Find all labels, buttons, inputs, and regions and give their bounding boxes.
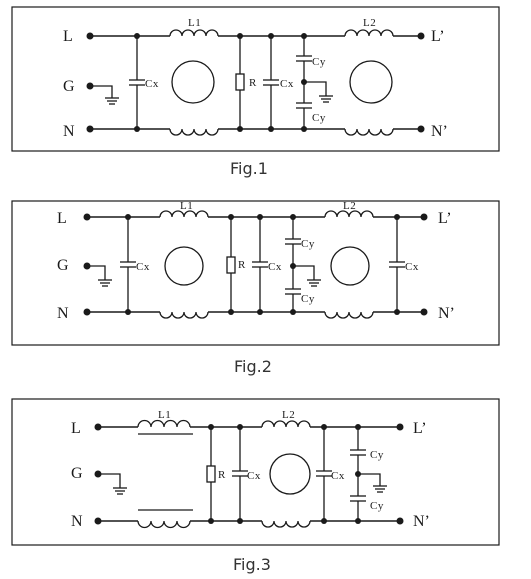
fig3-resistor <box>206 424 216 524</box>
fig3-cx2-label: Cx <box>331 470 345 482</box>
fig1-ground-symbol <box>90 85 119 105</box>
fig2-line-wire <box>87 210 424 218</box>
fig1-terminal-g: G <box>63 78 75 95</box>
fig1-cx2-label: Cx <box>280 78 294 90</box>
fig1-terminal-n: N <box>63 123 75 140</box>
fig2-neutral-wire <box>87 311 424 319</box>
fig3-ground-symbol <box>98 473 127 495</box>
fig2-capacitor-cx3 <box>389 214 405 315</box>
fig2-core-l2 <box>330 246 370 286</box>
fig3-cx1-label: Cx <box>247 470 261 482</box>
fig3-capacitor-cx2 <box>316 424 332 524</box>
fig3-neutral-wire <box>98 509 400 529</box>
fig1-cx1-label: Cx <box>145 78 159 90</box>
fig1-caption: Fig.1 <box>230 159 268 178</box>
fig3-capacitor-cy-pair <box>350 424 387 524</box>
fig1-terminal-l-out: L’ <box>431 28 445 45</box>
fig2-cx3-label: Cx <box>405 261 419 273</box>
fig3-inductor-l1-label: L1 <box>158 409 171 421</box>
fig2-capacitor-cx1 <box>120 214 136 315</box>
fig2-cx1-label: Cx <box>136 261 150 273</box>
fig1-capacitor-cy-pair <box>296 33 333 132</box>
fig2-cx2-label: Cx <box>268 261 282 273</box>
fig2-ground-symbol <box>87 265 112 287</box>
fig3-terminal-n-out: N’ <box>413 513 430 530</box>
fig3-r-label: R <box>218 469 226 481</box>
figure-2: L G N L’ N’ L1 L2 <box>11 200 500 376</box>
fig3-terminal-l: L <box>71 420 81 437</box>
fig2-terminal-l-out: L’ <box>438 210 452 227</box>
figure-1-frame <box>11 6 500 152</box>
fig2-inductor-l2-label: L2 <box>343 200 356 212</box>
fig3-inductor-l2-label: L2 <box>282 409 295 421</box>
fig1-capacitor-cx2 <box>263 33 279 132</box>
fig2-terminal-n-out: N’ <box>438 305 455 322</box>
fig2-capacitor-cy-pair <box>285 214 321 315</box>
fig2-terminal-g: G <box>57 257 69 274</box>
fig3-caption: Fig.3 <box>233 555 271 574</box>
figure-1: L G N L’ N’ L1 L2 <box>11 6 500 178</box>
fig3-core-l2 <box>269 453 311 495</box>
fig3-terminal-l-out: L’ <box>413 420 427 437</box>
fig2-r-label: R <box>238 259 246 271</box>
fig1-r-label: R <box>249 77 257 89</box>
figure-3: L G N L’ N’ L1 L2 <box>11 398 500 574</box>
fig3-terminal-n: N <box>71 513 83 530</box>
fig1-cy-bottom-label: Cy <box>312 112 326 124</box>
fig2-resistor <box>226 214 236 315</box>
fig2-cy-bottom-label: Cy <box>301 293 315 305</box>
fig2-core-l1 <box>164 246 204 286</box>
fig2-caption: Fig.2 <box>234 357 272 376</box>
fig3-terminal-g: G <box>71 465 83 482</box>
fig3-cy-top-label: Cy <box>370 449 384 461</box>
fig2-capacitor-cx2 <box>252 214 268 315</box>
figure-2-frame <box>11 200 500 346</box>
fig1-resistor <box>235 33 245 132</box>
fig3-line-wire <box>98 419 400 435</box>
fig2-terminal-l: L <box>57 210 67 227</box>
fig3-cy-bottom-label: Cy <box>370 500 384 512</box>
fig3-capacitor-cx1 <box>232 424 248 524</box>
fig2-inductor-l1-label: L1 <box>180 200 193 212</box>
fig1-core-l1 <box>171 60 215 104</box>
fig1-cy-top-label: Cy <box>312 56 326 68</box>
figure-3-frame <box>11 398 500 546</box>
fig1-terminal-l: L <box>63 28 73 45</box>
fig2-terminal-n: N <box>57 305 69 322</box>
fig1-inductor-l1-label: L1 <box>188 17 201 29</box>
fig1-inductor-l2-label: L2 <box>363 17 376 29</box>
fig1-capacitor-cx1 <box>129 33 145 132</box>
fig2-cy-top-label: Cy <box>301 238 315 250</box>
fig1-terminal-n-out: N’ <box>431 123 448 140</box>
fig1-core-l2 <box>349 60 393 104</box>
